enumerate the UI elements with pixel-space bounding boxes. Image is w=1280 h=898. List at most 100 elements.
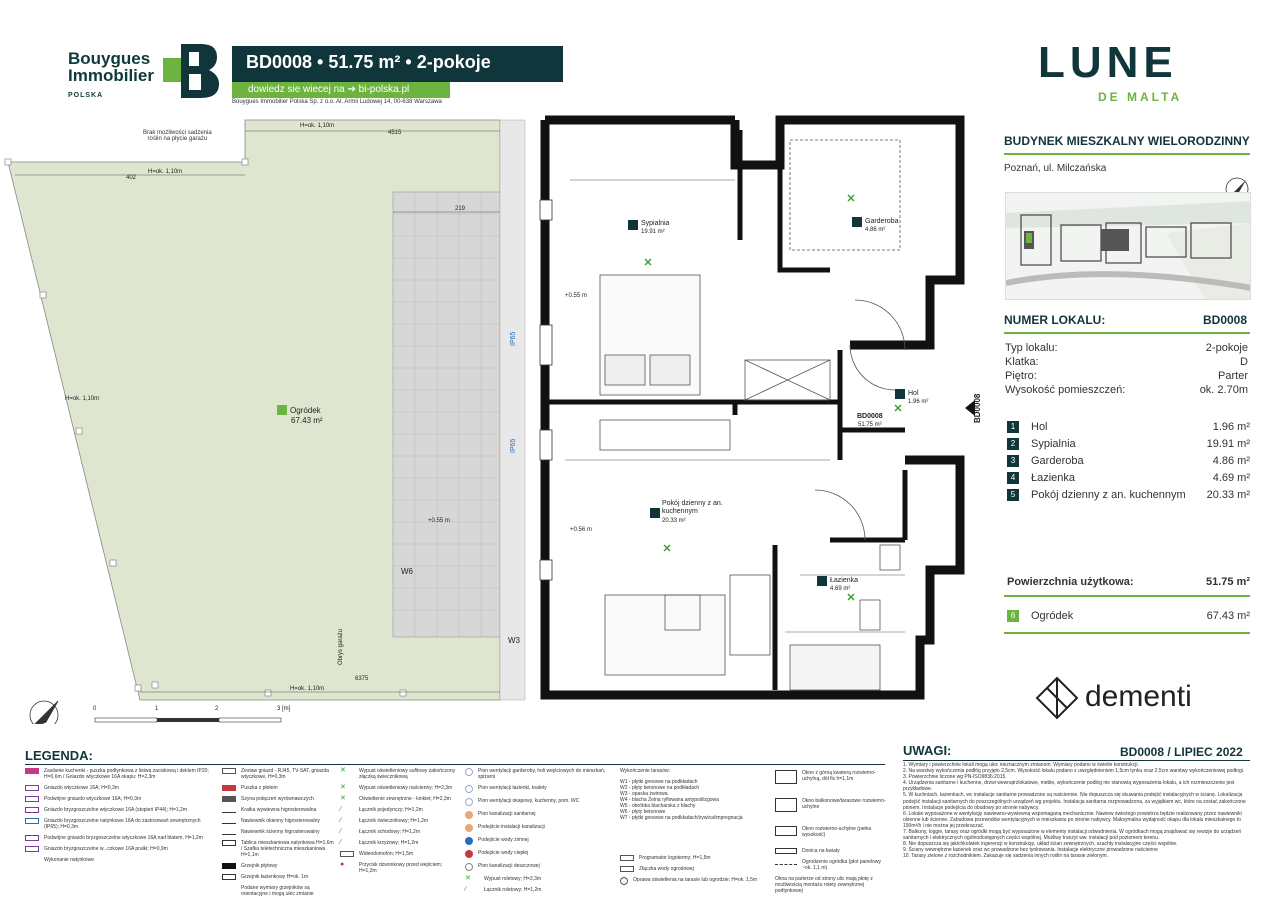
legend-item: Podejście wody ciepłej (465, 850, 610, 858)
scale-label: 3 [m] (277, 706, 291, 712)
room-number-boxes (628, 217, 905, 586)
project-logo: LUNE (1038, 38, 1178, 87)
legend-item: Szyna połączeń wyrównawczych (222, 796, 334, 802)
ip65-label: IP65 (510, 331, 517, 346)
light-marks (644, 194, 902, 601)
fence-height-bottom: H=ok. 1,10m (290, 686, 325, 692)
legend-item: Pion wentylacji okapowy, kuchenny, pom. … (465, 798, 610, 806)
detail-type: Typ lokalu:2-pokoje (1005, 342, 1248, 354)
garden-number-box (277, 405, 287, 415)
legend-item: W2 - płyty betonowe na podkładach (620, 785, 700, 791)
detail-staircase: Klatka:D (1005, 356, 1248, 368)
legend-item: Pion kanalizacji sanitarnej (465, 811, 610, 819)
note-item: 5. W kuchniach, łazienkach, wc instalacj… (903, 792, 1246, 811)
doors (814, 299, 906, 541)
legend-column: Zasilanie kuchenki - puszka podtynkowa z… (25, 768, 210, 868)
legend-item: Ogrodzenie ogródka (płot panelowy ~ok. 1… (775, 859, 890, 871)
scale-label: 0 (93, 706, 97, 712)
unit-tag: BD0008 (857, 413, 883, 420)
legend-item: Pion kanalizacji deszczowej (465, 863, 610, 871)
legend-divider (25, 764, 885, 765)
garden-area-label: 67.43 m² (291, 416, 323, 425)
unit-number-label: NUMER LOKALU: (1004, 313, 1106, 327)
finish-w3: W3 (508, 636, 520, 645)
room-area-pokoj: 20.33 m² (662, 518, 686, 524)
dim-6375: 6375 (355, 676, 369, 682)
legend-column: Zestaw gniazd - RJ45, TV-SAT, gniazda wt… (222, 768, 334, 898)
legend-item: Gniazdo wtyczkowe 16A; H=0,3m (25, 785, 210, 791)
legend-item: Podwójne gniazdo wtyczkowe 16A; H=0,3m (25, 796, 210, 802)
room-area-hol: 1.96 m² (908, 399, 929, 405)
building-address: Poznań, ul. Milczańska (1004, 163, 1107, 174)
notes-list: 1. Wymiary i powierzchnie lokali mogą ul… (903, 762, 1248, 860)
legend-item: Nawiewnik okienny higrosterowalny (222, 818, 334, 824)
divider (1004, 332, 1250, 334)
legend-item: Podejście instalacji kanalizacji (465, 824, 610, 832)
room-area-garderoba: 4.86 m² (865, 227, 886, 233)
brand-b-icon (163, 44, 219, 98)
legend-item: Programator logotermy; H=1,5m (620, 855, 765, 861)
patio-tiles (392, 191, 501, 638)
room-label-hol: Hol (908, 390, 919, 397)
note-item: 8. Nie dopuszcza się jakichkolwiek inger… (903, 841, 1178, 848)
dimension-lines (15, 130, 905, 693)
legend-item: Okno balkonowe/tarasowe rozwierno-uchyln… (775, 798, 890, 812)
legend-item: W4 - blacha Żelna ryflowana antypoślizgo… (620, 797, 719, 803)
legend-item: Okno z górną kwaterą rozwierno-uchylną, … (775, 770, 890, 784)
unit-tag-area: 51.75 m² (858, 422, 882, 428)
room-area-lazienka: 4.69 m² (830, 586, 851, 592)
legend-title: LEGENDA: (25, 748, 93, 763)
legend-item: Zestaw gniazd - RJ45, TV-SAT, gniazda wt… (222, 768, 334, 780)
furniture (599, 139, 901, 691)
entrance-arrow-icon (965, 400, 975, 416)
note-item: 2. Na warstwy wykończenia podłóg przyjęt… (903, 768, 1245, 775)
note-item: 3. Powierzchnie liczone wg PN-ISO9836:20… (903, 774, 1007, 781)
room-label-pokoj: Pokój dzienny z an. kuchennym (662, 500, 723, 515)
unit-number: BD0008 (1203, 313, 1248, 327)
note-item: 4. Urządzenia sanitarne i kuchenne, drzw… (903, 780, 1235, 793)
notes-divider (903, 760, 1250, 761)
dim-219: 219 (455, 206, 466, 212)
legend-item: Podejście wody zimnej (465, 837, 610, 845)
room-area-sypialnia: 19.91 m² (641, 229, 665, 235)
legend-item: Wideodomofon; H=1,5m (340, 851, 458, 857)
fence-posts (4, 158, 407, 697)
note-item: 7. Balkony, loggie, tarasy oraz ogródki … (903, 829, 1242, 842)
room-label-lazienka: Łazienka (830, 577, 859, 584)
legend-item: Okno rozwierno-uchylne (pełna wysokość) (775, 826, 890, 838)
legend-item: Kratka wywiewna higrosterowalna (222, 807, 334, 813)
detail-floor: Piętro:Parter (1005, 370, 1248, 382)
legend-item: Pion wentylacji garderoby, holi wejściow… (465, 768, 610, 780)
legend-item: Gniazdo bryzgoszczelne natynkowe 16A do … (25, 818, 210, 830)
north-arrow-plan-icon (29, 700, 59, 724)
fence-height-top: H=ok. 1,10m (300, 123, 335, 129)
unit-details: Typ lokalu:2-pokoje Klatka:D Piętro:Part… (1005, 342, 1248, 396)
legend-item: W5 - obróbka blacharska z blachy (620, 803, 696, 809)
divider (1004, 153, 1250, 155)
legend-item: ✕Wypust oświetleniowy naścienny; H=2,3m (340, 784, 453, 791)
legend-column: ✕Wypust oświetleniowy sufitowy zakończon… (340, 767, 458, 879)
level-mark: +0.56 m (570, 527, 592, 533)
level-mark: +0.55 m (565, 293, 587, 299)
note-item: 9. Ściany wewnętrzne łazienek oraz wc pr… (903, 847, 1158, 854)
garage-outline-label: Obrys garażu (338, 628, 344, 665)
legend-item: Nawiewnik ścienny higrosterowalny (222, 829, 334, 835)
legend-item: Podane wymiary grzejników są orientacyjn… (241, 885, 314, 897)
website-link[interactable]: dowiedz sie wiecej na ➔ bi-polska.pl (232, 82, 450, 98)
legend-item: Donica na kwiaty (775, 848, 890, 854)
legend-item: ∕Łącznik krzyżowy; H=1,2m (340, 839, 419, 846)
legend-column: Wykończenie tarasów: W1 - płytki gresowe… (620, 768, 765, 890)
brand-line-1: Bouygues (68, 49, 151, 68)
legend-item: W3 - opaska żwirowa (620, 791, 668, 797)
legend-item: ∕Łącznik świecznikowy; H=1,2m (340, 817, 429, 824)
divider (1004, 632, 1250, 634)
entrance-label: BD0008 (973, 393, 982, 423)
legend-item: W6 - płyty betonowe (620, 809, 666, 815)
scale-label: 1 (155, 706, 159, 712)
